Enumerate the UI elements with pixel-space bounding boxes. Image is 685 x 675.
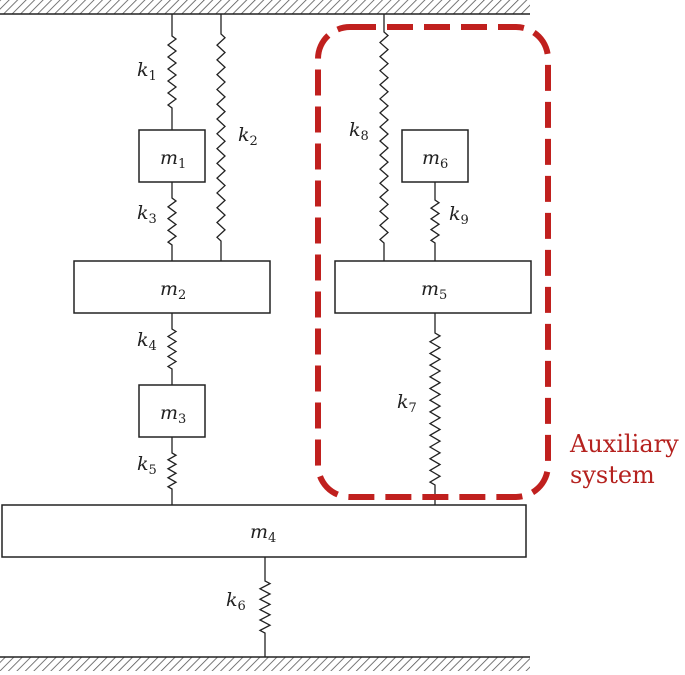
auxiliary-system-outline (315, 24, 551, 500)
label-k5: k5 (137, 453, 157, 478)
bottom-ground (0, 656, 530, 671)
label-k4: k4 (137, 329, 157, 354)
label-m3: m3 (160, 402, 186, 427)
label-k7: k7 (397, 391, 417, 416)
auxiliary-label-line1: Auxiliary (569, 430, 679, 458)
top-ground (0, 0, 530, 15)
spring-k2 (216, 14, 226, 261)
label-k9: k9 (449, 203, 469, 228)
label-k1: k1 (137, 59, 157, 84)
spring-k5 (166, 437, 178, 505)
label-m2: m2 (160, 278, 186, 303)
spring-k4 (166, 313, 178, 385)
label-k3: k3 (137, 202, 157, 227)
label-k8: k8 (349, 119, 369, 144)
spring-k9 (429, 182, 441, 261)
auxiliary-label-line2: system (570, 461, 655, 489)
label-k6: k6 (226, 589, 246, 614)
mass-m2 (73, 260, 271, 314)
label-m6: m6 (422, 147, 448, 172)
label-m1: m1 (160, 147, 186, 172)
label-k2: k2 (238, 124, 258, 149)
spring-k1 (166, 14, 178, 130)
mass-m5 (334, 260, 532, 314)
spring-k7 (428, 313, 442, 505)
spring-k6 (258, 557, 272, 657)
mass-m3 (138, 384, 206, 438)
mass-m6 (401, 129, 469, 183)
spring-k8 (379, 14, 389, 261)
spring-k3 (166, 182, 178, 261)
label-m4: m4 (250, 521, 276, 546)
mass-m4 (1, 504, 527, 558)
mass-m1 (138, 129, 206, 183)
label-m5: m5 (421, 278, 447, 303)
